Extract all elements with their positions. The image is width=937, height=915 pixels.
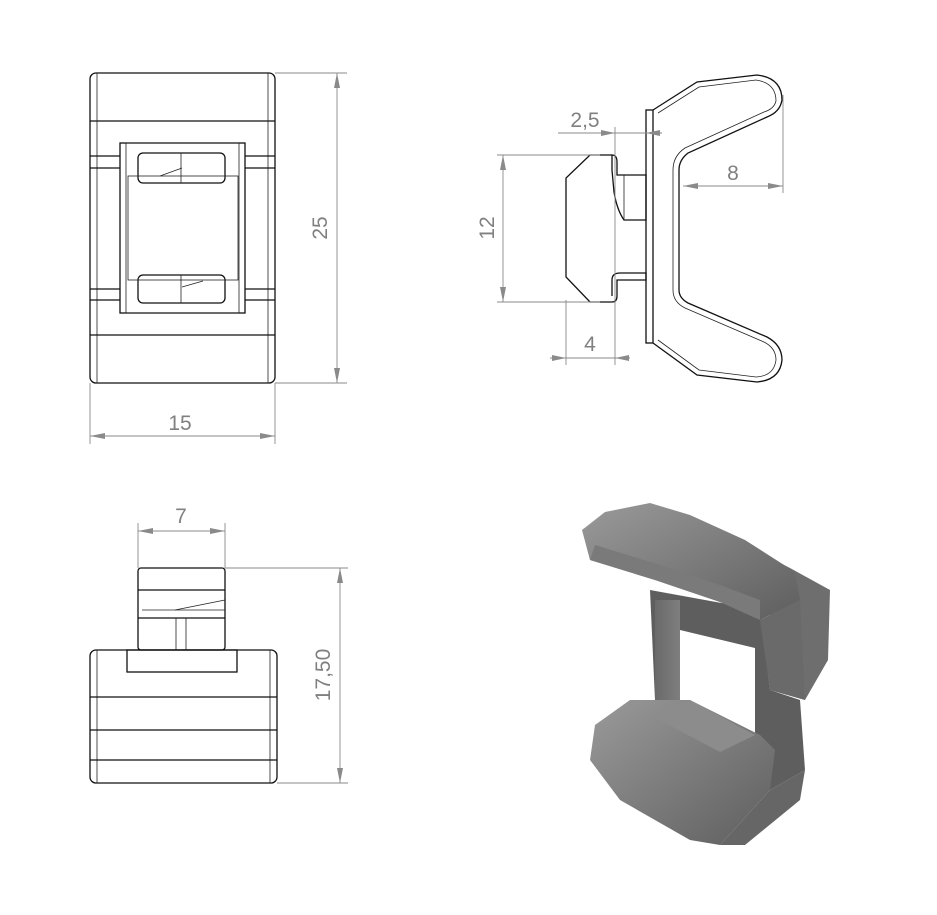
dimension-label-17-50: 17,50	[312, 649, 335, 702]
dimension-bottom-height: 17,50	[225, 567, 348, 784]
dimension-side-nut-height: 12	[476, 154, 600, 303]
dimension-front-width: 15	[89, 383, 276, 444]
dimension-side-nut-width: 4	[550, 300, 630, 365]
dimension-label-7: 7	[175, 505, 187, 528]
dimension-label-25: 25	[309, 216, 332, 239]
dimension-front-height: 25	[275, 72, 347, 384]
isometric-view	[582, 503, 830, 845]
dimension-label-2-5: 2,5	[570, 109, 599, 132]
dimension-label-4: 4	[584, 333, 596, 356]
dimension-label-8: 8	[727, 162, 739, 185]
dimension-side-neck: 2,5	[558, 109, 662, 365]
dimension-label-15: 15	[168, 412, 191, 435]
dimension-side-wing: 8	[683, 95, 784, 193]
bottom-view	[89, 567, 278, 784]
front-view	[89, 72, 276, 384]
dimension-label-12: 12	[476, 216, 499, 239]
dimension-bottom-width: 7	[137, 505, 226, 568]
